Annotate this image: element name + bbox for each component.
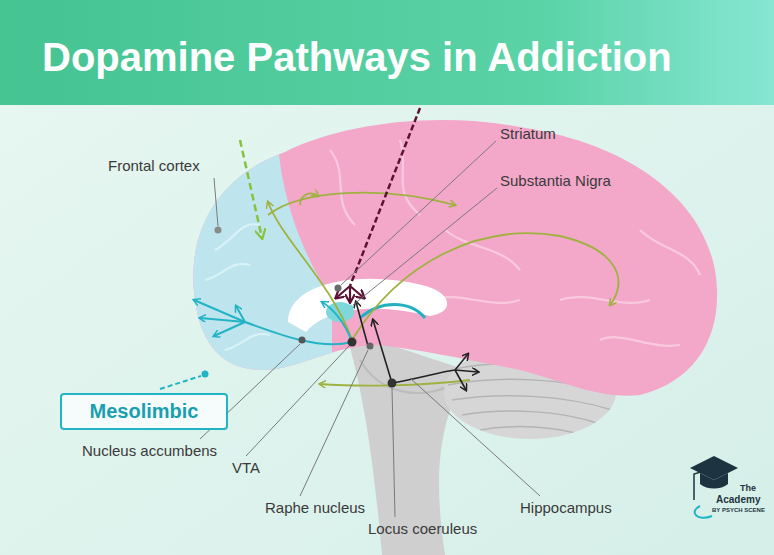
box-label: Mesolimbic — [76, 400, 212, 423]
structure-label: Striatum — [500, 125, 556, 142]
structure-label: Substantia Nigra — [500, 172, 611, 189]
structure-label: Hippocampus — [520, 499, 612, 516]
pathway-box: Mesolimbic — [60, 393, 228, 430]
structure-label: Raphe nucleus — [265, 499, 365, 516]
structure-label: Nucleus accumbens — [82, 442, 217, 459]
logo-text: BY PSYCH SCENE — [712, 507, 765, 514]
structure-label: VTA — [232, 459, 260, 476]
logo-text: The — [740, 483, 756, 493]
structure-label: Locus coeruleus — [368, 520, 477, 537]
title-text: Dopamine Pathways in Addiction — [42, 34, 672, 80]
structure-label: Frontal cortex — [108, 157, 200, 174]
logo-text: Academy — [716, 494, 760, 506]
